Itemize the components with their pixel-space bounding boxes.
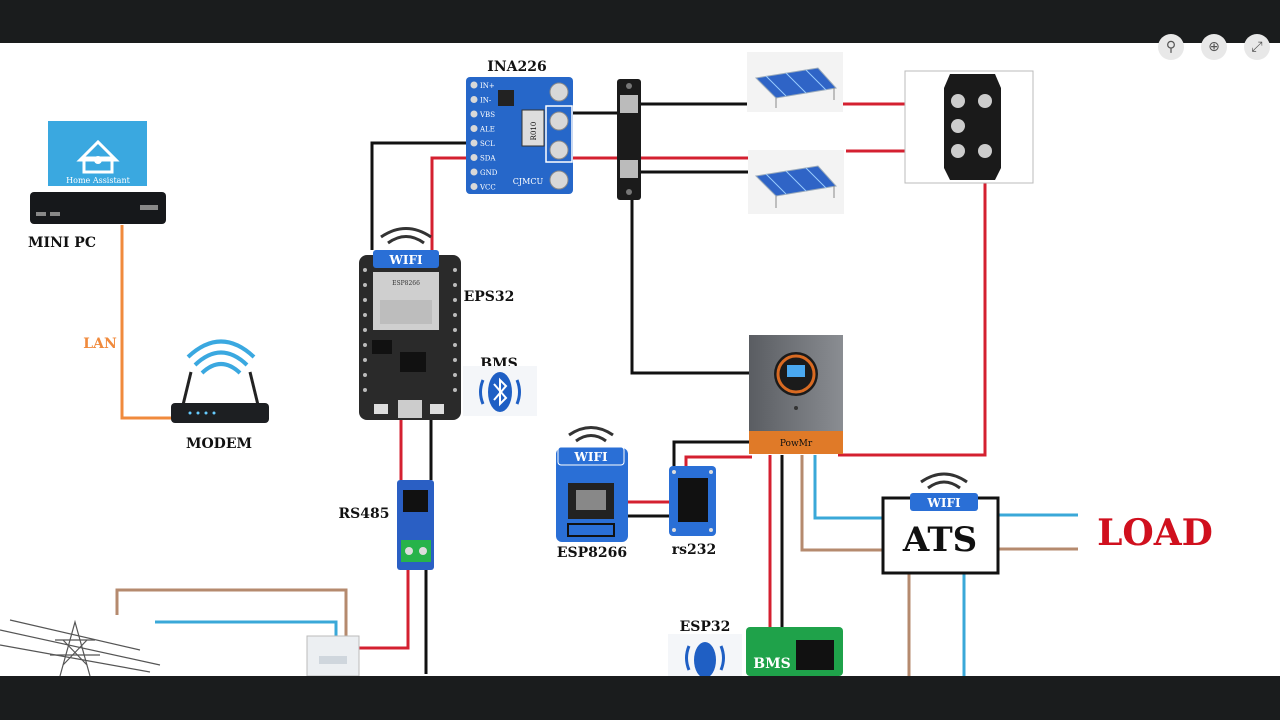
home-assistant-screen bbox=[48, 121, 147, 186]
esp32-board: WIFI ESP8266 EPS32 bbox=[359, 227, 515, 420]
solar-panel-top bbox=[747, 52, 843, 112]
search-icon[interactable]: ⚲ bbox=[1158, 34, 1184, 60]
mini-pc-label: MINI PC bbox=[28, 235, 96, 251]
bms-board-label: BMS bbox=[753, 656, 790, 672]
solar-panel-bottom bbox=[748, 150, 844, 214]
svg-text:WIFI: WIFI bbox=[926, 496, 961, 510]
ina-pin-hole bbox=[470, 168, 478, 176]
svg-text:R010: R010 bbox=[530, 122, 538, 141]
ina-pin-list: IN+ IN- VBS ALE SCL SDA GND VCC bbox=[470, 81, 498, 192]
ina-pin-label: VCC bbox=[479, 184, 496, 192]
load-label: LOAD bbox=[1097, 512, 1213, 554]
esp32-wifi-badge bbox=[373, 250, 439, 268]
bluetooth-icon-bottom bbox=[694, 642, 716, 676]
ina-pin-hole bbox=[470, 125, 478, 132]
ina-pin-label: IN+ bbox=[480, 82, 495, 90]
ina-pin-label: SCL bbox=[480, 140, 495, 148]
home-assistant-label: Home Assistant bbox=[66, 176, 130, 185]
window-bottom-bar bbox=[0, 676, 1280, 720]
rs232-label: rs232 bbox=[672, 542, 716, 558]
ina-pin-hole bbox=[470, 154, 478, 161]
ina226-label: INA226 bbox=[487, 59, 546, 75]
zoom-icon[interactable]: ⊕ bbox=[1201, 34, 1227, 60]
ina-pin-label: VBS bbox=[479, 111, 495, 119]
ina-pin-label: GND bbox=[480, 169, 498, 177]
rs485-label: RS485 bbox=[339, 506, 390, 522]
rs485-module: RS485 bbox=[339, 480, 434, 570]
esp8266-label: ESP8266 bbox=[557, 545, 627, 561]
ats-label: ATS bbox=[902, 520, 977, 560]
diode-module bbox=[904, 70, 1034, 184]
rs232-module: rs232 bbox=[669, 466, 716, 558]
svg-text:WIFI: WIFI bbox=[573, 450, 608, 464]
modem-label: MODEM bbox=[186, 436, 252, 452]
esp8266-board: WIFI ESP8266 bbox=[556, 426, 628, 561]
inverter: PowMr bbox=[749, 335, 843, 454]
sda-wire bbox=[430, 156, 470, 250]
shunt-resistor bbox=[617, 79, 641, 200]
inverter-brand-label: PowMr bbox=[780, 439, 813, 449]
lan-wire bbox=[120, 225, 172, 420]
ina-pin-label: IN- bbox=[480, 97, 492, 105]
ina-pin-hole bbox=[470, 81, 478, 89]
window-top-bar bbox=[0, 0, 1280, 43]
ina-pin-hole bbox=[470, 96, 478, 103]
expand-icon[interactable]: ⤢ bbox=[1244, 34, 1270, 60]
breaker-module bbox=[306, 635, 360, 676]
bms-bluetooth: BMS bbox=[463, 356, 537, 416]
scl-wire bbox=[370, 141, 470, 250]
mini-pc: Home Assistant MINI PC bbox=[28, 121, 166, 251]
shunt-to-inverter-wire bbox=[630, 188, 752, 375]
modem: MODEM bbox=[171, 339, 269, 452]
ina-brand-label: CJMCU bbox=[513, 177, 544, 186]
svg-text:WIFI: WIFI bbox=[388, 253, 423, 267]
ina-pin-hole bbox=[470, 139, 478, 147]
ina-pin-label: ALE bbox=[479, 126, 495, 134]
eps32-label: EPS32 bbox=[464, 289, 515, 305]
svg-text:ESP8266: ESP8266 bbox=[392, 280, 420, 287]
lan-label: LAN bbox=[83, 336, 117, 352]
diagram-canvas: Home Assistant MINI PC LAN MODEM INA226 … bbox=[0, 43, 1280, 676]
ina-pin-label: SDA bbox=[480, 155, 496, 163]
esp32-label: ESP32 bbox=[680, 619, 731, 635]
ina226-board: INA226 IN+ IN- VBS ALE SCL SDA GND VCC R010 CJM… bbox=[466, 59, 573, 194]
wires bbox=[115, 102, 1078, 676]
ina-pin-hole bbox=[470, 110, 478, 118]
bms-board: BMS bbox=[746, 627, 843, 676]
ina-pin-hole bbox=[470, 183, 478, 190]
esp32-bluetooth: ESP32 bbox=[668, 619, 742, 676]
power-tower bbox=[0, 619, 161, 676]
ats-switch: WIFI ATS bbox=[881, 472, 1000, 575]
